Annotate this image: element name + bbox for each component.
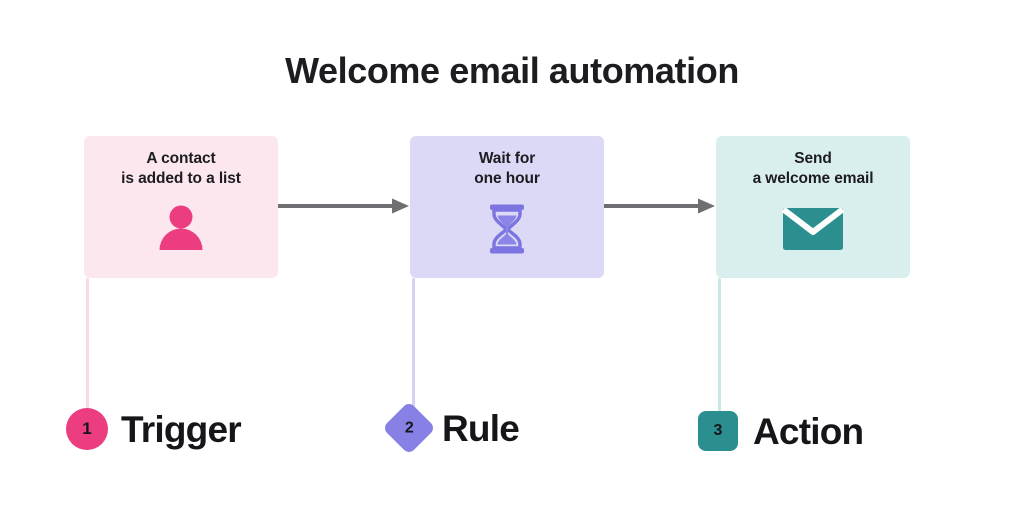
- step-badge-2-number: 2: [404, 419, 414, 436]
- envelope-icon: [782, 200, 844, 258]
- legend-label-action: Action: [753, 410, 864, 452]
- legend-label-rule: Rule: [442, 407, 520, 449]
- page-title: Welcome email automation: [285, 50, 739, 91]
- step-card-rule[interactable]: Wait for one hour: [410, 136, 604, 278]
- step-card-action-label: Send a welcome email: [752, 150, 874, 188]
- step-badge-1: 1: [66, 408, 108, 450]
- dropline-trigger: [86, 278, 89, 428]
- step-card-trigger[interactable]: A contact is added to a list: [84, 136, 278, 278]
- step-card-action[interactable]: Send a welcome email: [716, 136, 910, 278]
- legend-item-trigger[interactable]: 1 Trigger: [66, 408, 242, 450]
- connector-arrow-1: [278, 197, 410, 215]
- step-card-trigger-label: A contact is added to a list: [121, 150, 241, 188]
- legend-item-rule[interactable]: 2 Rule: [382, 401, 520, 455]
- step-badge-2: 2: [382, 401, 436, 455]
- step-badge-3-number: 3: [713, 422, 723, 439]
- dropline-rule: [412, 278, 415, 428]
- legend-label-trigger: Trigger: [121, 408, 242, 450]
- step-card-rule-label: Wait for one hour: [474, 150, 540, 188]
- connector-arrow-2: [604, 197, 716, 215]
- hourglass-icon: [485, 200, 529, 258]
- legend-item-action[interactable]: 3 Action: [698, 410, 864, 452]
- dropline-action: [718, 278, 721, 424]
- person-icon: [154, 200, 208, 258]
- step-badge-3: 3: [698, 411, 738, 451]
- step-badge-1-number: 1: [82, 419, 92, 438]
